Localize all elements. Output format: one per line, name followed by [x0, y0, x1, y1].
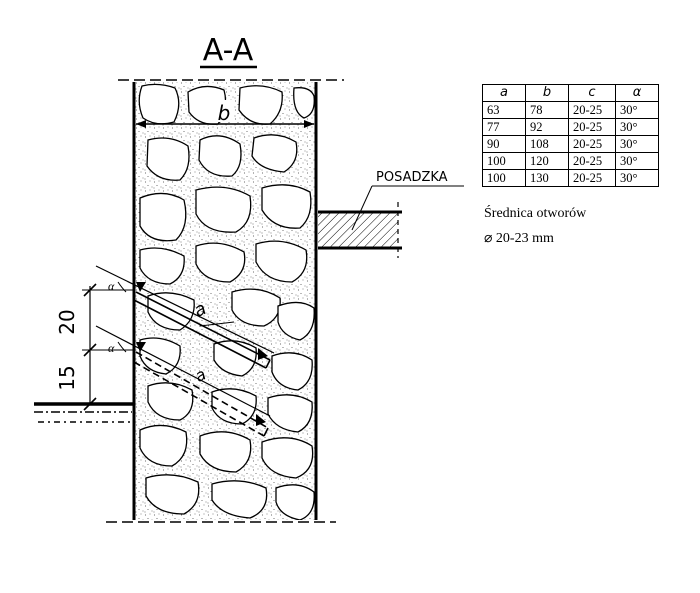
alpha-lower: α	[108, 341, 115, 355]
hole-diameter-title: Średnica otworów	[484, 206, 587, 221]
table-header: a	[482, 84, 526, 102]
table-cell: 30°	[615, 118, 659, 136]
hole-diameter-value: ⌀ 20-23 mm	[484, 231, 554, 246]
table-cell: 92	[525, 118, 569, 136]
table-cell: 100	[482, 169, 526, 187]
dimension-20-label: 20	[55, 309, 79, 334]
arrow-left	[136, 120, 146, 128]
table-cell: 108	[525, 135, 569, 153]
table-cell: 30°	[615, 101, 659, 119]
table-cell: 77	[482, 118, 526, 136]
table-row: 100 120 20-25 30°	[482, 152, 659, 170]
dimension-15-label: 15	[55, 365, 79, 390]
table-header-row: a b c α	[482, 84, 659, 102]
table-cell: 78	[525, 101, 569, 119]
table-cell: 20-25	[568, 118, 616, 136]
lower-hole	[95, 325, 271, 437]
floor-label: POSADZKA	[376, 170, 448, 185]
arrow-right	[304, 120, 314, 128]
table-cell: 30°	[615, 135, 659, 153]
floor-leader	[351, 185, 373, 231]
section-title: A-A	[203, 33, 254, 68]
table-cell: 20-25	[568, 135, 616, 153]
table-cell: 20-25	[568, 101, 616, 119]
table-row: 100 130 20-25 30°	[482, 169, 659, 187]
table-header: b	[525, 84, 569, 102]
alpha-upper: α	[108, 279, 115, 293]
ground-line	[34, 402, 134, 423]
table-cell: 30°	[615, 169, 659, 187]
table-cell: 30°	[615, 152, 659, 170]
table-cell: 20-25	[568, 169, 616, 187]
table-header: α	[615, 84, 659, 102]
table-cell: 100	[482, 152, 526, 170]
table-row: 90 108 20-25 30°	[482, 135, 659, 153]
table-cell: 20-25	[568, 152, 616, 170]
dimensions-table: a b c α 63 78 20-25 30° 77 92 20-25 30° …	[482, 84, 659, 187]
table-header: c	[568, 84, 616, 102]
dimension-b-label: b	[218, 101, 231, 125]
table-cell: 130	[525, 169, 569, 187]
table-row: 63 78 20-25 30°	[482, 101, 659, 119]
table-row: 77 92 20-25 30°	[482, 118, 659, 136]
table-cell: 63	[482, 101, 526, 119]
table-cell: 90	[482, 135, 526, 153]
table-cell: 120	[525, 152, 569, 170]
upper-hole-leader	[199, 321, 235, 327]
